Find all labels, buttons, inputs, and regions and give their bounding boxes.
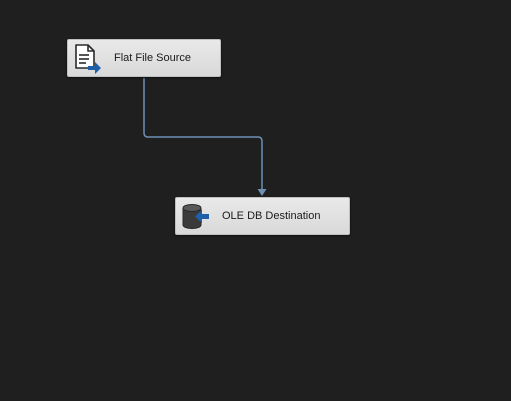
flat-file-source-component[interactable]: Flat File Source	[67, 39, 221, 77]
flat-file-source-icon	[70, 41, 104, 75]
path-arrowhead	[257, 189, 267, 196]
path-line[interactable]	[143, 78, 263, 191]
component-label: OLE DB Destination	[222, 210, 321, 222]
component-label: Flat File Source	[114, 52, 192, 64]
ole-db-destination-component[interactable]: OLE DB Destination	[175, 197, 350, 235]
ole-db-destination-icon	[178, 199, 212, 233]
